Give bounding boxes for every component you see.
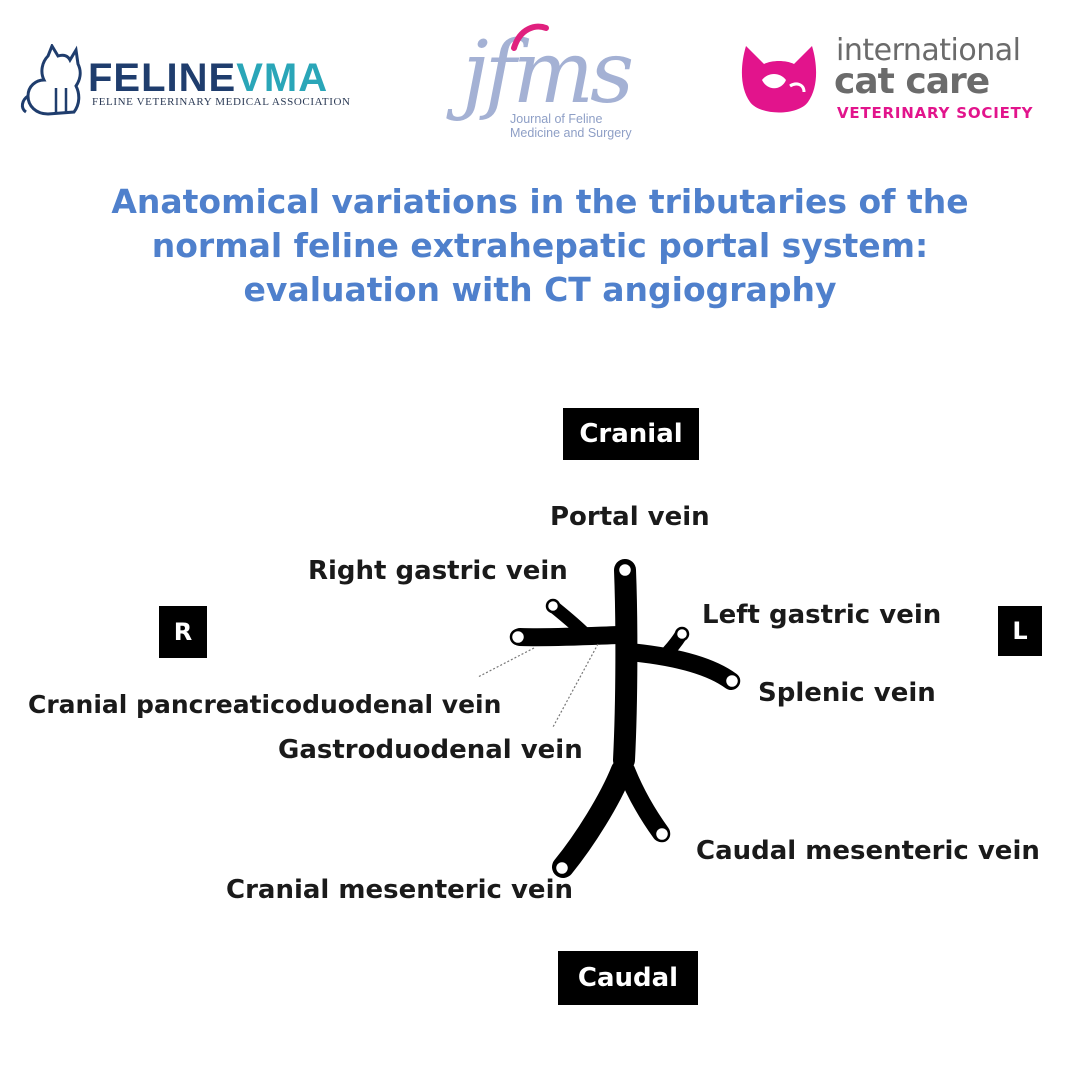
- icc-cat-face-icon: [741, 46, 817, 113]
- page-title: Anatomical variations in the tributaries…: [40, 180, 1040, 312]
- gastroduodenal-vein-label: Gastroduodenal vein: [278, 735, 583, 765]
- splenic-vein-label: Splenic vein: [758, 678, 936, 708]
- caudal-mesenteric-vein-end: [653, 825, 671, 843]
- cranial-mesenteric-vein-branch: [552, 759, 633, 878]
- title-line1: Anatomical variations in the tributaries…: [111, 182, 969, 221]
- jfms-subtitle-line1: Journal of Feline: [510, 112, 603, 126]
- portal-vein-end: [616, 561, 634, 579]
- left-gastric-vein-label: Left gastric vein: [702, 600, 942, 630]
- left-gastric-vein-end: [674, 626, 690, 642]
- caudal-mesenteric-vein-branch: [617, 761, 670, 842]
- icc-line2: cat care: [834, 61, 990, 102]
- feline-vma-logo: [18, 40, 348, 120]
- splenic-vein-end: [723, 672, 741, 690]
- gastroduodenal-vein-branch: [511, 626, 627, 647]
- jfms-accent-icon: [511, 23, 549, 51]
- feline-vma-wordmark-part2: VMA: [236, 56, 329, 100]
- cat-silhouette-icon: [20, 44, 82, 116]
- feline-vma-wordmark: FELINEVMA: [88, 58, 328, 98]
- right-label-box: R: [159, 606, 207, 658]
- cranial-mesenteric-vein-end: [553, 859, 571, 877]
- right-label: R: [173, 618, 193, 646]
- feline-vma-wordmark-part1: FELINE: [88, 56, 237, 100]
- left-label-box: L: [998, 606, 1042, 656]
- jfms-wordmark: jfms: [462, 30, 634, 116]
- cranial-label: Cranial: [579, 419, 683, 449]
- splenic-vein-branch: [621, 643, 740, 690]
- right-gastric-vein-label: Right gastric vein: [308, 556, 568, 586]
- jfms-mark-text: jfms: [462, 23, 634, 123]
- cranial-pancreaticoduodenal-leader: [477, 647, 535, 678]
- left-label: L: [1012, 617, 1028, 645]
- cranial-pancreaticoduodenal-vein-label: Cranial pancreaticoduodenal vein: [28, 690, 502, 719]
- gastroduodenal-vein-end: [509, 628, 527, 646]
- icc-line3: VETERINARY SOCIETY: [837, 104, 1034, 122]
- portal-vein-label: Portal vein: [550, 502, 710, 532]
- caudal-label: Caudal: [577, 963, 679, 993]
- caudal-label-box: Caudal: [558, 951, 698, 1005]
- jfms-subtitle-line2: Medicine and Surgery: [510, 126, 632, 140]
- icc-line1: international: [836, 33, 1021, 68]
- cranial-label-box: Cranial: [563, 408, 699, 460]
- title-line3: evaluation with CT angiography: [243, 270, 837, 309]
- portal-vein-trunk: [613, 559, 638, 771]
- jfms-subtitle: Journal of Feline Medicine and Surgery: [510, 112, 632, 140]
- caudal-mesenteric-vein-label: Caudal mesenteric vein: [696, 836, 1040, 866]
- title-line2: normal feline extrahepatic portal system…: [151, 226, 929, 265]
- right-gastric-vein-end: [545, 598, 561, 614]
- gastroduodenal-leader: [552, 643, 599, 728]
- cranial-mesenteric-vein-label: Cranial mesenteric vein: [226, 875, 573, 905]
- feline-vma-subtitle: FELINE VETERINARY MEDICAL ASSOCIATION: [92, 96, 351, 108]
